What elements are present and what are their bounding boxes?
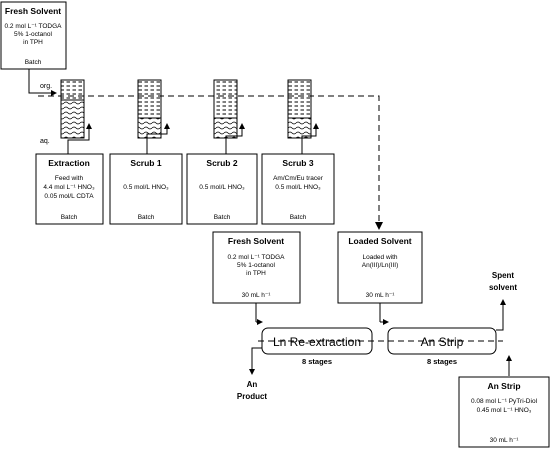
- scrub2-title: Scrub 2: [206, 158, 237, 168]
- fresh-solvent-mid-line: 5% 1-octanol: [237, 262, 275, 269]
- fresh-solvent-mid-line: in TPH: [246, 270, 266, 277]
- an-strip-feed-footer: 30 mL h⁻¹: [490, 437, 520, 444]
- scrub1-feed-arrow: [146, 123, 170, 154]
- an-product-label: An: [247, 380, 258, 389]
- organic-transfer-line: [38, 95, 383, 230]
- an-strip-feed-box: An Strip 0.08 mol L⁻¹ PyTri-Diol 0.45 mo…: [458, 376, 550, 448]
- extraction-footer: Batch: [61, 214, 78, 221]
- loaded-solvent-footer: 30 mL h⁻¹: [366, 292, 396, 299]
- scrub1-line: 0.5 mol/L HNO₃: [123, 184, 169, 191]
- fresh-solvent-mid-line: 0.2 mol L⁻¹ TODGA: [227, 254, 285, 261]
- fresh-solvent-top-title: Fresh Solvent: [5, 6, 61, 16]
- ln-reextraction-unit: Ln Re-extraction 8 stages: [261, 327, 373, 366]
- aq-phase-label: aq.: [40, 138, 50, 145]
- loaded-solvent-title: Loaded Solvent: [348, 236, 411, 246]
- scrub3-tank: [287, 79, 312, 139]
- loaded-solvent-box: Loaded Solvent Loaded with An(III)/Ln(II…: [337, 231, 423, 304]
- spent-solvent-label: Spent: [492, 271, 515, 280]
- fresh-solvent-top-line: 0.2 mol L⁻¹ TODGA: [4, 23, 62, 30]
- fresh-solvent-top-line: in TPH: [23, 39, 43, 46]
- loaded-solvent-line: An(III)/Ln(III): [362, 262, 398, 269]
- ln-reextraction-label: Ln Re-extraction: [273, 335, 361, 349]
- spent-solvent-label: solvent: [489, 283, 517, 292]
- extraction-line: Feed with: [55, 175, 84, 182]
- an-strip-feed-title: An Strip: [487, 381, 520, 391]
- scrub3-line: 0.5 mol/L HNO₃: [275, 184, 321, 191]
- fresh-solvent-top-footer: Batch: [25, 59, 42, 66]
- scrub1-title: Scrub 1: [130, 158, 161, 168]
- spent-solvent-arrow: [496, 299, 506, 331]
- scrub2-footer: Batch: [214, 214, 231, 221]
- org-phase-label: org.: [40, 83, 52, 90]
- extraction-tank: [60, 79, 85, 139]
- scrub1-tank: [137, 79, 162, 139]
- scrub3-footer: Batch: [290, 214, 307, 221]
- an-strip-feed-line: 0.45 mol L⁻¹ HNO₃: [477, 407, 532, 414]
- scrub3-title: Scrub 3: [282, 158, 313, 168]
- extraction-line: 4.4 mol L⁻¹ HNO₃: [43, 184, 95, 191]
- extraction-line: 0.05 mol/L CDTA: [44, 193, 94, 200]
- an-product-label: Product: [237, 392, 268, 401]
- scrub2-feed-arrow: [225, 123, 245, 154]
- solvent-feed-line: [28, 69, 57, 96]
- an-product-arrow: [249, 347, 262, 375]
- ln-reextraction-stages: 8 stages: [302, 357, 332, 366]
- fresh-solvent-top-line: 5% 1-octanol: [14, 31, 52, 38]
- scrub3-feed-arrow: [301, 123, 319, 154]
- fresh-solvent-mid-footer: 30 mL h⁻¹: [242, 292, 272, 299]
- scrub3-line: Am/Cm/Eu tracer: [273, 175, 324, 182]
- an-strip-feed-line: 0.08 mol L⁻¹ PyTri-Diol: [471, 398, 538, 405]
- scrub3-box: Scrub 3 Am/Cm/Eu tracer 0.5 mol/L HNO₃ B…: [261, 153, 335, 225]
- an-strip-unit: An Strip 8 stages: [387, 327, 497, 366]
- loaded-solvent-line: Loaded with: [362, 254, 397, 261]
- fresh-solvent-top-box: Fresh Solvent 0.2 mol L⁻¹ TODGA 5% 1-oct…: [0, 1, 67, 70]
- scrub2-line: 0.5 mol/L HNO₃: [199, 184, 245, 191]
- extraction-title: Extraction: [48, 158, 90, 168]
- fresh-solvent-mid-title: Fresh Solvent: [228, 236, 284, 246]
- scrub2-box: Scrub 2 0.5 mol/L HNO₃ Batch: [186, 153, 258, 225]
- an-strip-label: An Strip: [421, 335, 464, 349]
- fresh-solvent-mid-box: Fresh Solvent 0.2 mol L⁻¹ TODGA 5% 1-oct…: [212, 231, 301, 304]
- scrub2-tank: [213, 79, 238, 139]
- scrub1-footer: Batch: [138, 214, 155, 221]
- extraction-box: Extraction Feed with 4.4 mol L⁻¹ HNO₃ 0.…: [35, 153, 104, 225]
- an-strip-stages: 8 stages: [427, 357, 457, 366]
- extraction-feed-arrow: [67, 123, 92, 154]
- scrub1-box: Scrub 1 0.5 mol/L HNO₃ Batch: [109, 153, 183, 225]
